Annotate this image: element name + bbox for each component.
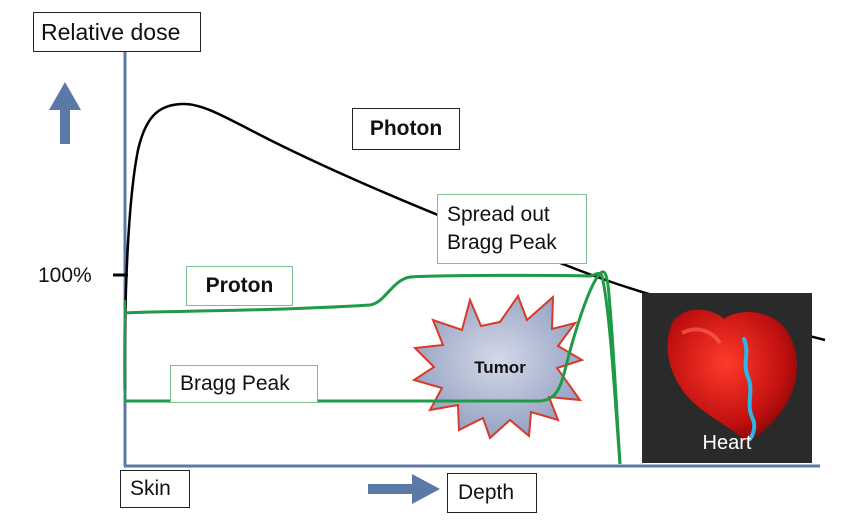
proton-label: Proton [186, 266, 293, 306]
heart-image: Heart [642, 293, 812, 463]
y-tick-label-100: 100% [38, 264, 92, 287]
up-arrow-icon [49, 82, 81, 144]
right-arrow-icon [368, 474, 440, 504]
tumor-label: Tumor [474, 358, 526, 377]
y-axis-label: Relative dose [33, 12, 201, 52]
sobp-label-line2: Bragg Peak [447, 231, 557, 254]
sobp-label-line1: Spread out [447, 203, 550, 226]
photon-curve [123, 102, 826, 391]
heart-label: Heart [702, 432, 752, 454]
x-axis-label: Depth [447, 473, 537, 513]
sobp-label: Spread out Bragg Peak [437, 194, 587, 264]
bragg-peak-curve [125, 270, 622, 465]
heart-illustration [667, 309, 797, 443]
sobp-curve [124, 271, 622, 465]
bragg-peak-label: Bragg Peak [170, 365, 318, 403]
photon-label: Photon [352, 108, 460, 150]
skin-label: Skin [120, 470, 190, 508]
